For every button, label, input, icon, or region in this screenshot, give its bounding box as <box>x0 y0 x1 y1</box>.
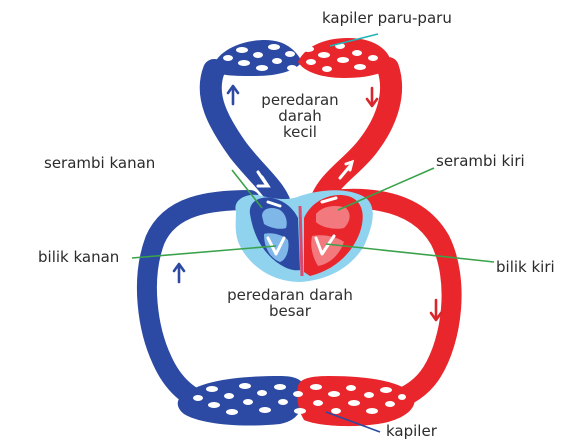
label-serambi-kanan: serambi kanan <box>44 156 155 171</box>
body-capillary-bed <box>178 376 415 426</box>
label-kecil-line-2: darah <box>250 108 350 124</box>
label-bilik-kiri: bilik kiri <box>496 260 555 275</box>
label-kapiler-paru: kapiler paru-paru <box>322 11 452 26</box>
label-serambi-kiri: serambi kiri <box>436 154 525 169</box>
label-bilik-kanan: bilik kanan <box>38 250 119 265</box>
label-kecil-line-3: kecil <box>250 124 350 140</box>
lung-capillary-bed <box>212 38 392 78</box>
label-peredaran-darah-besar: peredaran darah besar <box>205 287 375 319</box>
label-besar-line-1: peredaran darah <box>205 287 375 303</box>
label-kapiler: kapiler <box>386 424 437 439</box>
label-kecil-line-1: peredaran <box>250 92 350 108</box>
label-besar-line-2: besar <box>205 303 375 319</box>
label-peredaran-darah-kecil: peredaran darah kecil <box>250 92 350 141</box>
